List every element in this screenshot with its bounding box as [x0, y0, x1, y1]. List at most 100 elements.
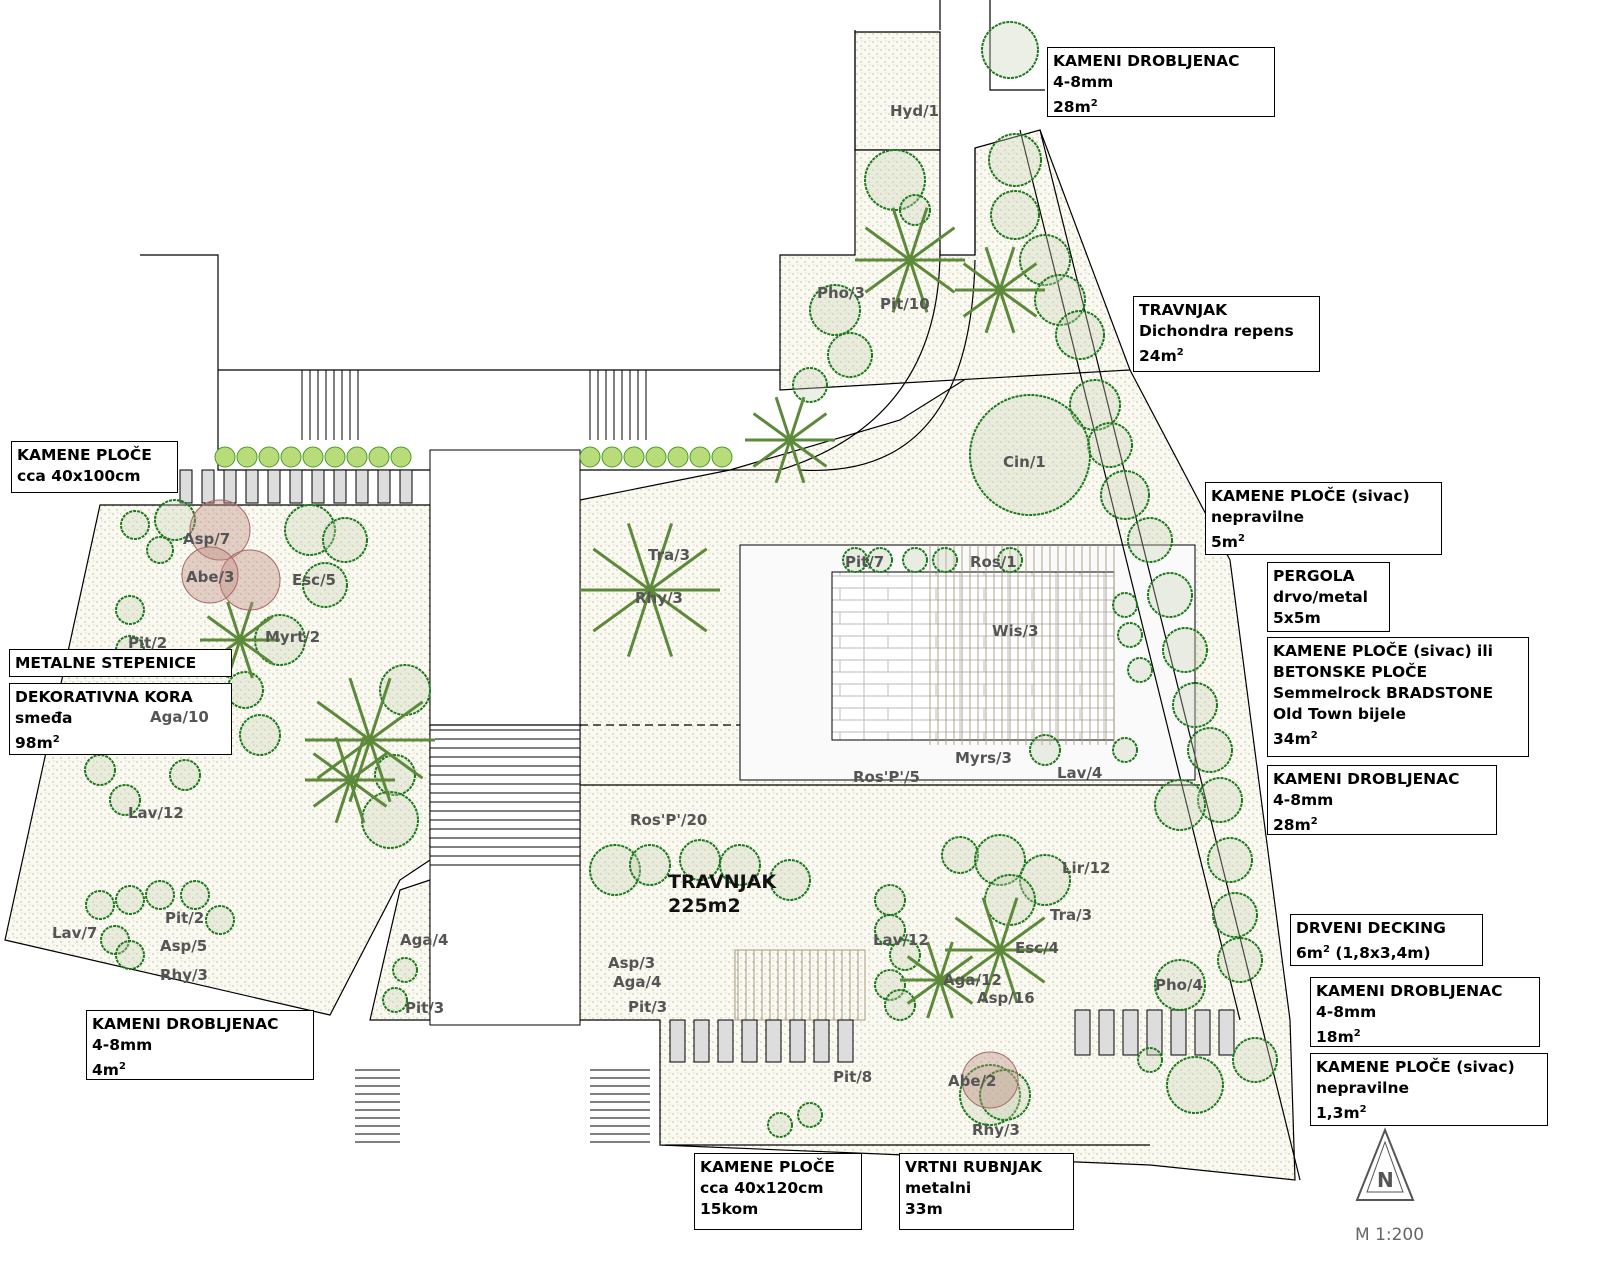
callout-line: PERGOLA	[1273, 567, 1355, 585]
superscript: 2	[1359, 1104, 1367, 1115]
callout-line: VRTNI RUBNJAK	[905, 1158, 1043, 1176]
plant-label: Tra/3	[648, 546, 691, 564]
callout-line: (1,8x3,4m)	[1335, 944, 1431, 963]
callout-line: cca 40x120cm	[700, 1179, 824, 1197]
callout-line: KAMENI DROBLJENAC	[92, 1015, 279, 1033]
callout-line: Semmelrock BRADSTONE	[1273, 684, 1494, 702]
plant-label: Lav/12	[873, 931, 929, 949]
plant-label: Myrt/2	[265, 628, 321, 646]
plant-label: Pit/2	[128, 634, 168, 652]
material-callout: KAMENE PLOČE cca 40x120cm 15kom	[694, 1153, 862, 1230]
plant-label: Myrs/3	[955, 749, 1012, 767]
plant-label: Hyd/1	[890, 102, 939, 120]
plant-label: Rhy/3	[160, 966, 208, 984]
material-callout: KAMENI DROBLJENAC 4-8mm 18m2	[1310, 977, 1540, 1047]
callout-line: cca 40x100cm	[17, 467, 141, 485]
callout-line: KAMENI DROBLJENAC	[1316, 982, 1503, 1000]
plant-label: Esc/5	[292, 571, 336, 589]
callout-line: 4-8mm	[1273, 791, 1334, 809]
material-callout: TRAVNJAK Dichondra repens 24m2	[1133, 296, 1320, 372]
callout-line: nepravilne	[1211, 508, 1305, 526]
paving-slabs	[179, 469, 1235, 1063]
callout-line: KAMENE PLOČE	[700, 1158, 835, 1176]
callout-line: 6m	[1296, 944, 1323, 963]
plant-label: Aga/12	[943, 971, 1002, 989]
callout-line: 4-8mm	[1053, 73, 1114, 91]
callout-line: 24m	[1139, 347, 1177, 366]
callout-line: METALNE STEPENICE	[15, 654, 197, 672]
superscript: 2	[1353, 1028, 1361, 1039]
callout-line: 28m	[1053, 98, 1091, 117]
plant-label: Ros'P'/5	[853, 768, 920, 786]
plant-label: Wis/3	[992, 622, 1039, 640]
plant-label: Pit/8	[833, 1068, 873, 1086]
callout-line: 28m	[1273, 816, 1311, 835]
callout-line: 5x5m	[1273, 609, 1321, 627]
callout-line: smeđa	[15, 709, 73, 727]
callout-line: metalni	[905, 1179, 972, 1197]
plant-label: Abe/3	[186, 568, 235, 586]
callout-line: KAMENE PLOČE (sivac)	[1316, 1058, 1515, 1076]
plant-label: Rhy/3	[972, 1121, 1020, 1139]
material-callout: METALNE STEPENICE	[9, 649, 232, 677]
plant-label: Lav/12	[128, 804, 184, 822]
lawn-area: 225m2	[668, 895, 741, 917]
superscript: 2	[1237, 533, 1245, 544]
callout-line: KAMENI DROBLJENAC	[1273, 770, 1460, 788]
callout-line: Dichondra repens	[1139, 322, 1294, 340]
callout-line: KAMENE PLOČE	[17, 446, 152, 464]
callout-line: 33m	[905, 1200, 943, 1218]
superscript: 2	[118, 1061, 126, 1072]
lawn-label: TRAVNJAK 225m2	[668, 870, 776, 918]
lawn-title: TRAVNJAK	[668, 871, 777, 893]
superscript: 2	[1322, 944, 1330, 955]
material-callout: VRTNI RUBNJAK metalni 33m	[899, 1153, 1074, 1230]
north-arrow-symbol	[1355, 1127, 1415, 1201]
plant-label: Asp/7	[183, 530, 231, 548]
superscript: 2	[1090, 98, 1098, 109]
callout-line: 15kom	[700, 1200, 759, 1218]
plant-label: Aga/4	[613, 973, 662, 991]
plant-label: Pit/3	[628, 998, 668, 1016]
plant-symbols	[84, 21, 1278, 1138]
plant-label: Cin/1	[1003, 453, 1046, 471]
plant-label: Pho/3	[817, 284, 865, 302]
stair-treads	[301, 370, 650, 1143]
material-callout: KAMENI DROBLJENAC 4-8mm 28m2	[1267, 765, 1497, 835]
callout-line: DEKORATIVNA KORA	[15, 688, 193, 706]
material-callout: PERGOLA drvo/metal 5x5m	[1267, 562, 1390, 632]
plant-label: Pit/10	[880, 295, 930, 313]
callout-line: 4m	[92, 1061, 119, 1080]
plant-label: Lav/4	[1057, 764, 1103, 782]
material-callout: KAMENI DROBLJENAC 4-8mm 28m2	[1047, 47, 1275, 117]
north-arrow-icon: N	[1377, 1168, 1394, 1192]
callout-line: drvo/metal	[1273, 588, 1368, 606]
superscript: 2	[1176, 347, 1184, 358]
callout-line: 34m	[1273, 730, 1311, 749]
scale-label: M 1:200	[1355, 1225, 1425, 1245]
callout-line: 5m	[1211, 533, 1238, 552]
callout-line: KAMENI DROBLJENAC	[1053, 52, 1240, 70]
callout-line: Old Town bijele	[1273, 705, 1406, 723]
superscript: 2	[1310, 816, 1318, 827]
callout-line: BETONSKE PLOČE	[1273, 663, 1428, 681]
plant-label: Esc/4	[1015, 939, 1059, 957]
callout-line: KAMENE PLOČE (sivac) ili	[1273, 642, 1493, 660]
callout-line: 4-8mm	[1316, 1003, 1377, 1021]
plant-label: Lir/12	[1062, 859, 1111, 877]
plant-label: Tra/3	[1050, 906, 1093, 924]
plant-label: Abe/2	[948, 1072, 997, 1090]
callout-line: 18m	[1316, 1028, 1354, 1047]
plant-label: Aga/10	[150, 708, 209, 726]
callout-line: 98m	[15, 734, 53, 753]
callout-line: TRAVNJAK	[1139, 301, 1228, 319]
plant-label: Ros'P'/20	[630, 811, 708, 829]
